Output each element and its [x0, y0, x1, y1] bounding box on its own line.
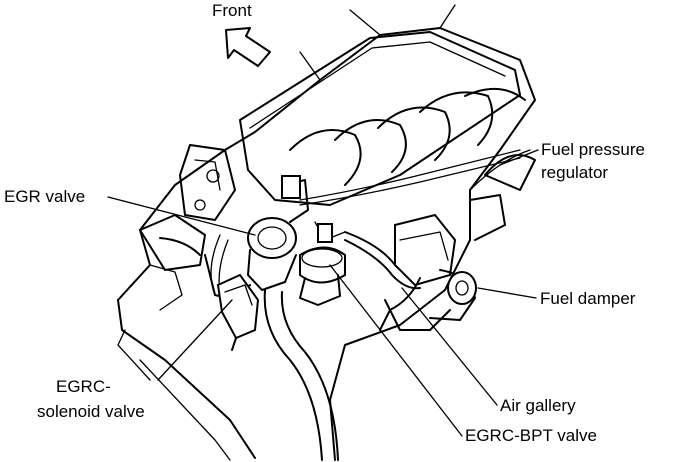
- leader-egrc-bpt-valve: [329, 264, 463, 437]
- front-arrow-icon: [225, 27, 271, 67]
- fuel-pressure-regulator-label-line2: regulator: [541, 163, 609, 182]
- leader-egrc-solenoid-valve: [157, 299, 233, 381]
- leader-fuel-pressure-regulator: [499, 149, 539, 166]
- engine-block: [117, 4, 536, 461]
- egr-valve-label: EGR valve: [4, 187, 86, 206]
- left-accessories: [139, 144, 236, 311]
- leader-egr-valve: [107, 196, 256, 236]
- fuel-pressure-regulator-label-line1: Fuel pressure: [541, 140, 645, 159]
- fuel-damper-label: Fuel damper: [540, 289, 636, 308]
- leader-lines: [107, 149, 539, 437]
- egrc-solenoid-valve-part: [216, 273, 260, 351]
- egrc-solenoid-valve-label-line1: EGRC-: [56, 377, 111, 396]
- egrc-bpt-valve: [299, 221, 346, 306]
- front-label: Front: [212, 1, 252, 20]
- right-components: [379, 194, 506, 331]
- intake-manifold: [239, 31, 536, 206]
- air-gallery-label: Air gallery: [500, 396, 576, 415]
- leader-fuel-damper: [477, 287, 537, 299]
- egrc-bpt-valve-label: EGRC-BPT valve: [465, 426, 597, 445]
- egr-valve-assembly: [247, 175, 309, 291]
- egrc-solenoid-valve-label-line2: solenoid valve: [37, 402, 145, 421]
- leader-air-gallery: [401, 287, 498, 406]
